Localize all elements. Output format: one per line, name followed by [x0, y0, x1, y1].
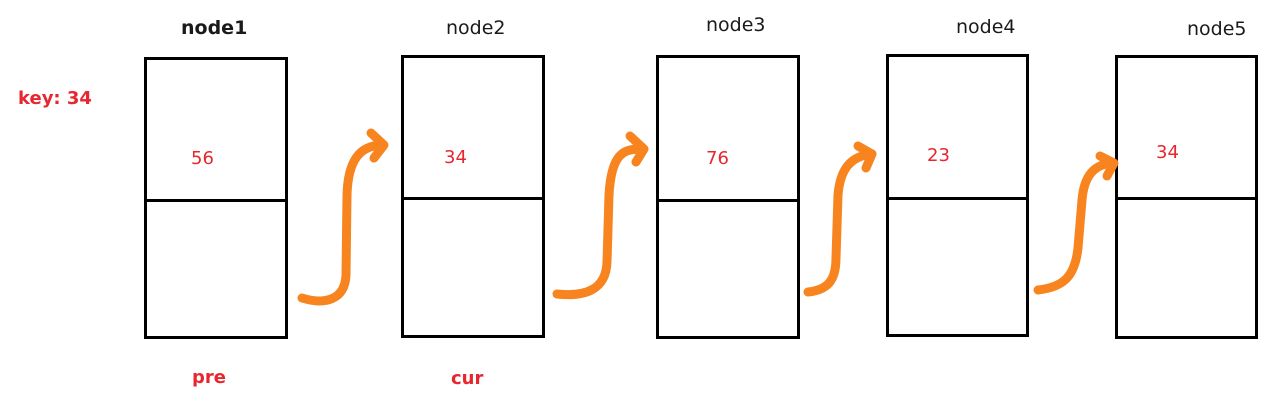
node-title-2: node2	[446, 17, 506, 39]
next-arrow-3	[803, 149, 877, 297]
pre-pointer-label: pre	[192, 367, 226, 388]
node-title-3: node3	[706, 14, 766, 36]
node-value-2: 34	[444, 147, 467, 168]
node-divider	[147, 199, 285, 202]
node-box-1: 56	[144, 57, 288, 339]
node-value-3: 76	[706, 148, 729, 169]
next-arrow-4	[1033, 158, 1118, 295]
arrowhead-2	[625, 131, 649, 167]
arrowhead-4	[1095, 151, 1119, 181]
node-value-1: 56	[191, 148, 214, 169]
node-divider	[889, 197, 1026, 200]
node-box-4: 23	[886, 54, 1029, 337]
node-title-4: node4	[956, 16, 1016, 38]
node-divider	[1118, 197, 1255, 200]
node-divider	[659, 199, 797, 202]
cur-pointer-label: cur	[451, 368, 484, 389]
node-box-5: 34	[1115, 55, 1258, 339]
arrowhead-1	[366, 128, 389, 163]
node-title-5: node5	[1187, 18, 1247, 40]
node-divider	[404, 197, 542, 200]
node-value-4: 23	[927, 145, 950, 166]
node-value-5: 34	[1156, 142, 1179, 163]
node-box-3: 76	[656, 55, 800, 339]
node-title-1: node1	[181, 17, 248, 39]
next-arrow-2	[552, 144, 648, 300]
key-label: key: 34	[18, 88, 92, 109]
arrowhead-3	[853, 141, 877, 173]
node-box-2: 34	[401, 55, 545, 338]
next-arrow-1	[297, 140, 388, 306]
